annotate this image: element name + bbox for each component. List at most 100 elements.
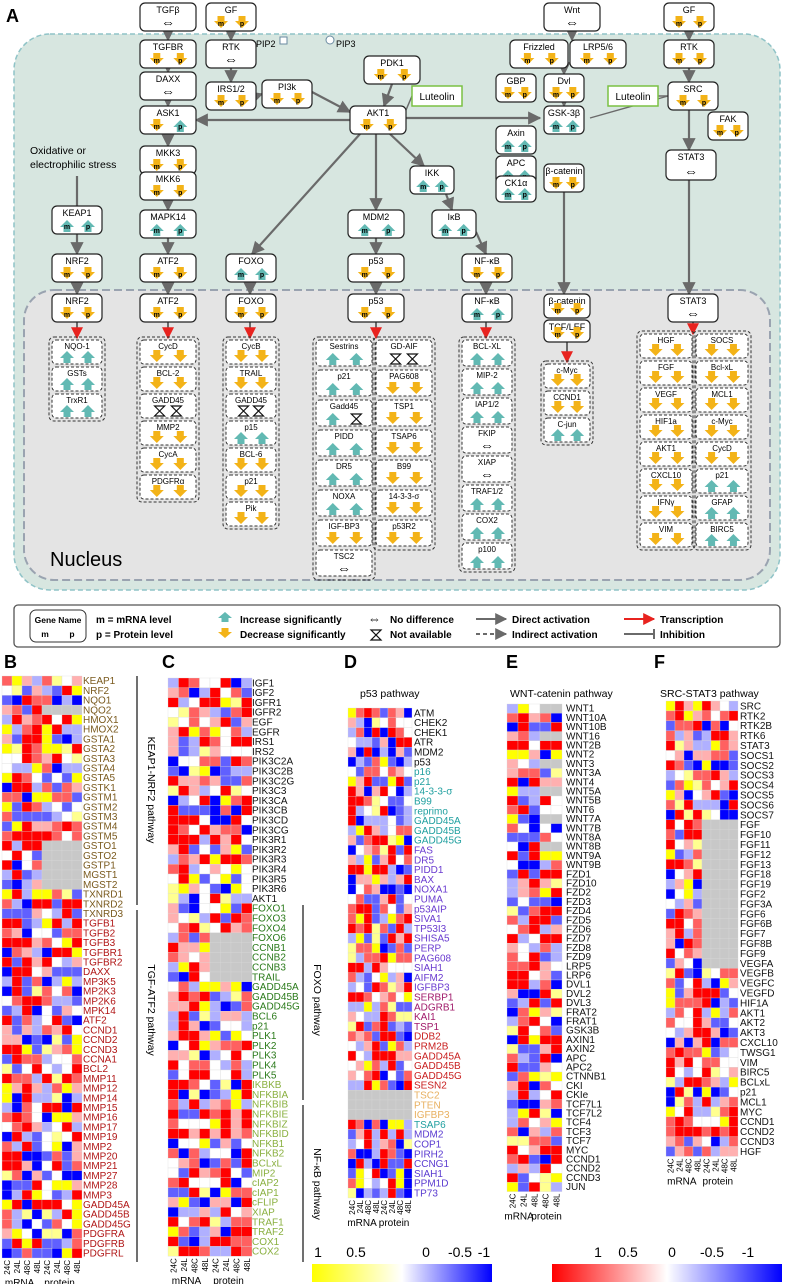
heat-cell	[31, 1044, 43, 1055]
heat-cell	[241, 677, 253, 688]
heat-cell	[728, 1047, 739, 1058]
heat-cell	[209, 942, 221, 953]
heat-cell	[61, 1209, 73, 1220]
heat-cell	[347, 1119, 357, 1130]
heat-cell	[539, 731, 552, 741]
gene-label-frat2: FRAT2	[566, 1007, 597, 1018]
heat-cell	[528, 860, 541, 870]
node-label-stat3-1: STAT3	[678, 152, 705, 162]
heat-cell	[550, 722, 563, 732]
heat-cell	[395, 1041, 405, 1052]
heat-cell	[209, 717, 221, 728]
heat-cell	[701, 799, 712, 811]
gene-label-daxx: DAXX	[83, 967, 111, 978]
heat-cell	[71, 1092, 83, 1103]
heat-cell	[1, 908, 13, 919]
heat-cell	[71, 763, 83, 774]
heat-cell	[199, 1060, 211, 1071]
heat-cell	[528, 933, 541, 944]
heat-cell	[387, 1011, 397, 1022]
heat-cell	[61, 850, 73, 861]
legend-gene-name: Gene Name	[35, 615, 82, 625]
heat-cell	[550, 860, 563, 870]
heat-cell	[41, 1180, 53, 1191]
heat-cell	[528, 915, 541, 925]
heat-cell	[199, 1020, 211, 1031]
heat-cell	[528, 924, 541, 935]
heat-cell	[728, 978, 739, 989]
heat-cell	[71, 869, 83, 880]
heat-cell	[188, 893, 200, 904]
arrow-ikb-nfkb	[474, 231, 488, 256]
heat-cell	[710, 968, 721, 979]
heat-cell	[701, 770, 712, 781]
heat-cell	[199, 1040, 211, 1051]
heat-cell	[71, 1025, 83, 1036]
heat-cell	[719, 898, 730, 910]
heat-cell	[403, 1060, 413, 1071]
heat-cell	[21, 1209, 33, 1220]
no-difference-icon: ⇔	[684, 163, 698, 179]
heat-cell	[506, 1044, 519, 1054]
gene-label-ccnd2: CCND2	[740, 1127, 775, 1138]
gene-label-gstm5: GSTM5	[83, 831, 118, 842]
target-label: MMP2	[156, 423, 180, 432]
decrease-icon	[704, 398, 719, 410]
heat-cell	[11, 1112, 23, 1123]
heat-cell	[550, 943, 563, 953]
heat-cell	[674, 799, 685, 811]
heat-cell	[379, 1001, 389, 1012]
heat-cell	[220, 864, 232, 875]
heat-cell	[41, 1092, 53, 1103]
heat-cell	[167, 766, 179, 777]
not-available-icon	[369, 629, 383, 641]
heat-cell	[11, 792, 23, 803]
heat-cell	[51, 947, 63, 958]
no-difference-icon: ⇔	[161, 14, 175, 30]
gene-label-fgf: FGF	[740, 820, 760, 831]
heat-cell	[355, 923, 365, 934]
heat-cell	[363, 894, 373, 905]
heat-cell	[71, 840, 83, 851]
target-label: FGF	[658, 363, 674, 372]
heat-cell	[719, 918, 730, 929]
heat-cell	[209, 971, 221, 982]
heat-cell	[220, 991, 232, 1002]
target-label: Pik	[245, 504, 257, 513]
target-label: GADD45	[235, 396, 268, 405]
heat-cell	[199, 1001, 211, 1012]
heat-cell	[692, 888, 703, 900]
target-bcl-xl: BCL-XL	[461, 339, 513, 367]
heat-cell	[178, 1177, 190, 1188]
heat-cell	[178, 1216, 190, 1227]
heat-cell	[683, 819, 694, 830]
heat-cell	[71, 908, 83, 919]
heat-cell	[1, 850, 13, 861]
heat-cell	[550, 1007, 563, 1017]
heat-cell	[692, 978, 703, 989]
heat-cell	[167, 815, 179, 826]
heat-cell	[167, 1187, 179, 1198]
heat-cell	[517, 759, 530, 769]
heat-cell	[220, 1069, 232, 1080]
gene-label-p21: p21	[252, 1021, 269, 1032]
heat-cell	[371, 1168, 381, 1179]
heat-cell	[710, 760, 721, 771]
heat-cell	[209, 1011, 221, 1022]
gene-label-nfkb1: NFKB1	[252, 1139, 285, 1150]
heat-cell	[61, 947, 73, 958]
heat-cell	[51, 1238, 63, 1249]
gene-label-vegfc: VEGFC	[740, 979, 774, 990]
heat-cell	[683, 968, 694, 979]
gene-label-pik3c2a: PIK3C2A	[252, 757, 293, 768]
heat-cell	[31, 1228, 43, 1239]
decrease-icon	[579, 53, 594, 65]
gene-label-tcf4: TCF4	[566, 1118, 591, 1129]
heat-cell	[51, 1063, 63, 1074]
protein-tag: p	[462, 228, 466, 235]
pip2-marker	[279, 36, 288, 45]
heat-cell	[683, 1037, 694, 1048]
heat-cell	[379, 894, 389, 905]
heat-cell	[31, 1054, 43, 1065]
